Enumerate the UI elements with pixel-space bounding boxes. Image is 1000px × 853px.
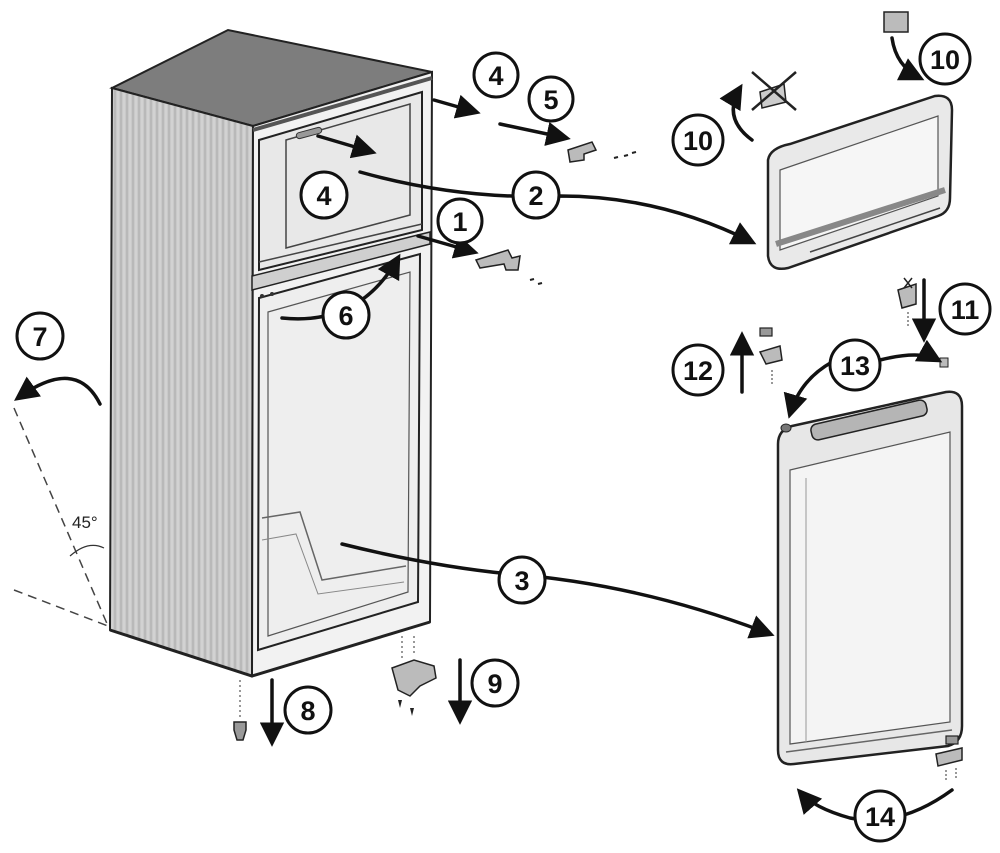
- step-3-label: 3: [514, 566, 529, 596]
- cap-left: [780, 423, 792, 433]
- step-9-label: 9: [487, 669, 502, 699]
- step-3-badge: 3: [497, 555, 547, 605]
- fridge-compartment: [256, 252, 422, 652]
- arrow-step-4-inner: [316, 134, 377, 159]
- foot-screw: [233, 680, 247, 741]
- step-5-badge: 5: [527, 75, 575, 123]
- step-10b-label: 10: [930, 45, 960, 75]
- hinge-pin-part-12: [758, 327, 783, 384]
- step-13-label: 13: [840, 351, 870, 381]
- step-1-label: 1: [452, 207, 467, 237]
- step-10b-badge: 10: [918, 32, 972, 86]
- step-4b-label: 4: [316, 181, 331, 211]
- bottom-bracket-part-14: [935, 735, 963, 782]
- crisper-drawer: [261, 511, 407, 581]
- hinge-pin-part-11: [897, 277, 917, 328]
- step-2-label: 2: [528, 181, 543, 211]
- step-14-badge: 14: [853, 789, 907, 843]
- step-2-badge: 2: [511, 170, 561, 220]
- step-5-label: 5: [543, 85, 558, 115]
- arrow-step-13-right: [878, 339, 943, 363]
- step-6-label: 6: [338, 301, 353, 331]
- step-6-badge: 6: [321, 290, 371, 340]
- fridge-door: [776, 390, 964, 766]
- step-11-badge: 11: [938, 282, 992, 336]
- step-9-badge: 9: [470, 658, 520, 708]
- fridge-left-side: [108, 86, 255, 678]
- tilt-guides: [13, 407, 109, 627]
- arrow-step-10-right: [890, 36, 925, 81]
- step-12-badge: 12: [671, 343, 725, 397]
- arrow-step-10-left: [719, 83, 754, 142]
- arrow-step-4: [432, 94, 481, 119]
- step-10a-badge: 10: [671, 113, 725, 167]
- fridge-cabinet: [108, 28, 434, 678]
- top-hinge-part: [567, 141, 637, 163]
- step-12-label: 12: [683, 356, 713, 386]
- step-14-label: 14: [865, 802, 895, 832]
- step-4a-label: 4: [488, 61, 503, 91]
- freezer-door: [766, 94, 954, 270]
- step-4a-badge: 4: [472, 51, 520, 99]
- arrow-step-5: [498, 121, 571, 146]
- step-7-label: 7: [32, 322, 47, 352]
- step-8-badge: 8: [283, 685, 333, 735]
- step-4b-badge: 4: [299, 170, 349, 220]
- step-7-badge: 7: [15, 311, 65, 361]
- crossed-out-part: [751, 71, 797, 111]
- arrow-step-1: [416, 234, 479, 259]
- tilt-angle-label: 45°: [72, 513, 98, 532]
- bottom-hinge-part: [391, 636, 437, 716]
- step-8-label: 8: [300, 696, 315, 726]
- step-1-badge: 1: [436, 197, 484, 245]
- arrow-step-13-left: [783, 360, 834, 419]
- middle-hinge-part: [474, 249, 543, 285]
- step-11-label: 11: [951, 295, 980, 325]
- cover-plug: [883, 11, 909, 33]
- arrow-step-7: [14, 376, 102, 406]
- cap-right: [939, 357, 949, 368]
- door-handle: [810, 399, 928, 441]
- step-10a-label: 10: [683, 126, 713, 156]
- step-13-badge: 13: [828, 338, 882, 392]
